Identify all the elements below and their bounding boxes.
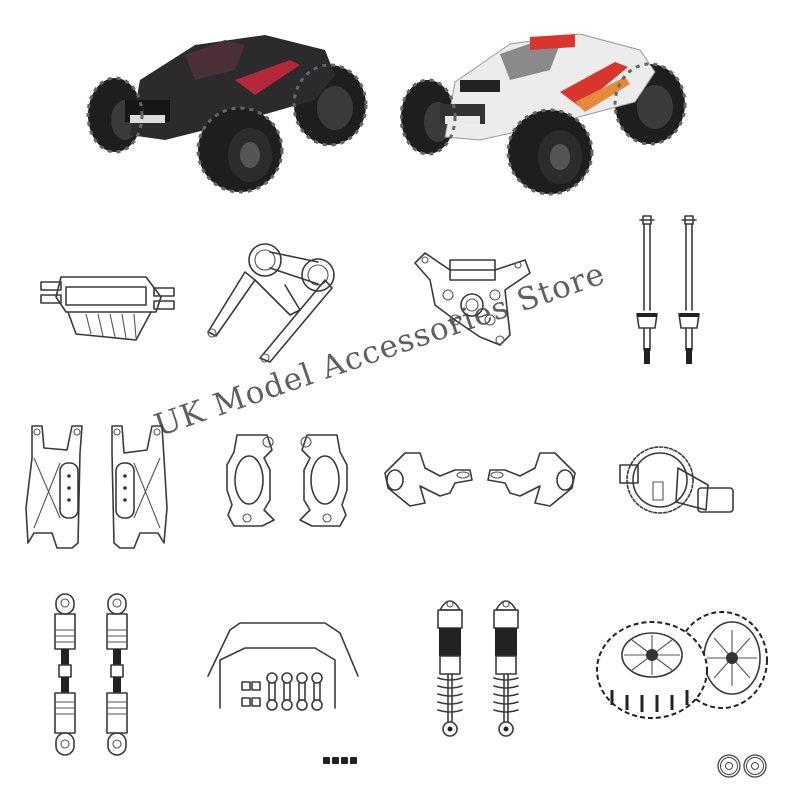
washers-part	[716, 753, 770, 779]
shock-absorbers-part	[430, 592, 530, 742]
front-bumper-part	[36, 262, 176, 342]
drive-shafts-part	[625, 210, 715, 370]
turnbuckle-right	[106, 593, 128, 756]
turnbuckle-left	[54, 593, 76, 756]
set-screws-part	[322, 756, 362, 766]
suspension-arm-left	[25, 425, 83, 549]
turnbuckle-links-part	[50, 592, 140, 762]
sway-bar-kit-part	[200, 608, 360, 718]
c-hub-left	[226, 434, 275, 527]
truck-black-image	[85, 20, 375, 200]
steering-knuckles-part	[380, 448, 580, 508]
steering-knuckle-right	[487, 452, 576, 507]
drive-shaft-right	[678, 215, 700, 364]
drive-shaft-left	[636, 215, 658, 364]
differential-part	[618, 440, 738, 530]
wheelie-bar-part	[200, 240, 340, 365]
c-hub-right	[299, 434, 348, 527]
shock-left	[437, 600, 463, 737]
suspension-arms-part	[22, 418, 172, 553]
ball-studs	[241, 681, 261, 707]
shock-right	[493, 600, 519, 737]
c-hubs-part	[222, 430, 352, 530]
steering-knuckle-left	[384, 452, 473, 507]
shock-tower-part	[410, 245, 535, 355]
wheels-tires-part	[592, 610, 772, 725]
truck-white-image	[400, 22, 690, 202]
tire-front	[596, 621, 708, 719]
suspension-arm-right	[111, 425, 168, 549]
rod-ends	[266, 672, 323, 711]
